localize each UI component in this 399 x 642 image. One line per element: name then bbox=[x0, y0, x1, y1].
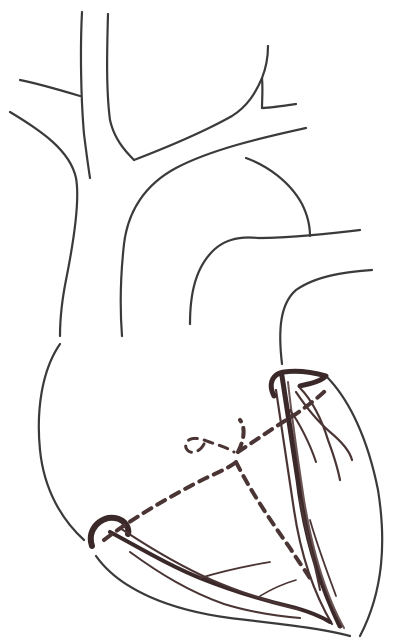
left-main-loop bbox=[271, 371, 326, 396]
heart-inferior-border-line bbox=[96, 556, 350, 636]
brachiocephalic-branch-line bbox=[20, 80, 80, 96]
rca-branch-right bbox=[260, 580, 296, 596]
coronary-vessels-group bbox=[91, 371, 352, 628]
pulmonary-trunk-line bbox=[190, 230, 360, 324]
left-atrium-line bbox=[280, 270, 372, 364]
posterior-vessel-loop bbox=[186, 438, 234, 452]
posterior-vessel-2 bbox=[238, 390, 326, 452]
aortic-arch-line bbox=[121, 128, 306, 336]
heart-left-border-line bbox=[326, 376, 382, 636]
descending-aorta-line bbox=[246, 158, 310, 236]
heart-outline-group bbox=[10, 12, 382, 636]
posterior-vessel-1 bbox=[104, 458, 240, 540]
brachiocephalic-left-line bbox=[81, 12, 90, 178]
left-subclavian-line bbox=[262, 104, 296, 108]
aorta-right-edge-line bbox=[10, 112, 77, 336]
rca-branch-upper bbox=[200, 562, 270, 578]
circumflex-branch-2 bbox=[296, 392, 352, 460]
brachiocephalic-right-line bbox=[107, 14, 134, 160]
heart-right-border-line bbox=[39, 344, 84, 540]
